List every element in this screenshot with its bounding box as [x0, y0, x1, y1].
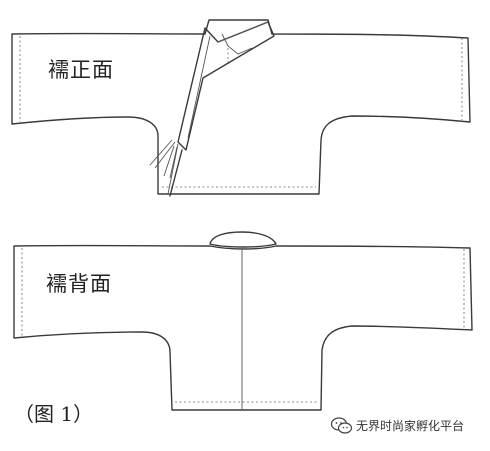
back-view [13, 231, 473, 411]
watermark: 无界时尚家孵化平台 [330, 415, 464, 435]
wechat-icon [330, 417, 353, 434]
back-collar [209, 231, 277, 248]
front-view [11, 19, 471, 197]
watermark-text: 无界时尚家孵化平台 [356, 418, 465, 433]
front-tie-2 [154, 141, 176, 169]
front-overlap-edge [167, 143, 179, 195]
back-view-label: 襦背面 [46, 272, 112, 296]
wechat-icon-spacer [330, 416, 352, 434]
front-collar-inner-edge [187, 35, 211, 139]
front-overlap-panel [169, 149, 183, 197]
back-body-outline [13, 244, 473, 411]
front-body-outline [11, 19, 471, 195]
front-tie-1 [149, 139, 173, 166]
front-tie-4 [169, 146, 178, 179]
front-tie-3 [163, 145, 175, 177]
front-view-label: 襦正面 [48, 58, 114, 82]
figure-caption: （图 1） [14, 402, 94, 426]
front-inner-collar [221, 33, 253, 55]
front-collar-fold [217, 21, 269, 43]
